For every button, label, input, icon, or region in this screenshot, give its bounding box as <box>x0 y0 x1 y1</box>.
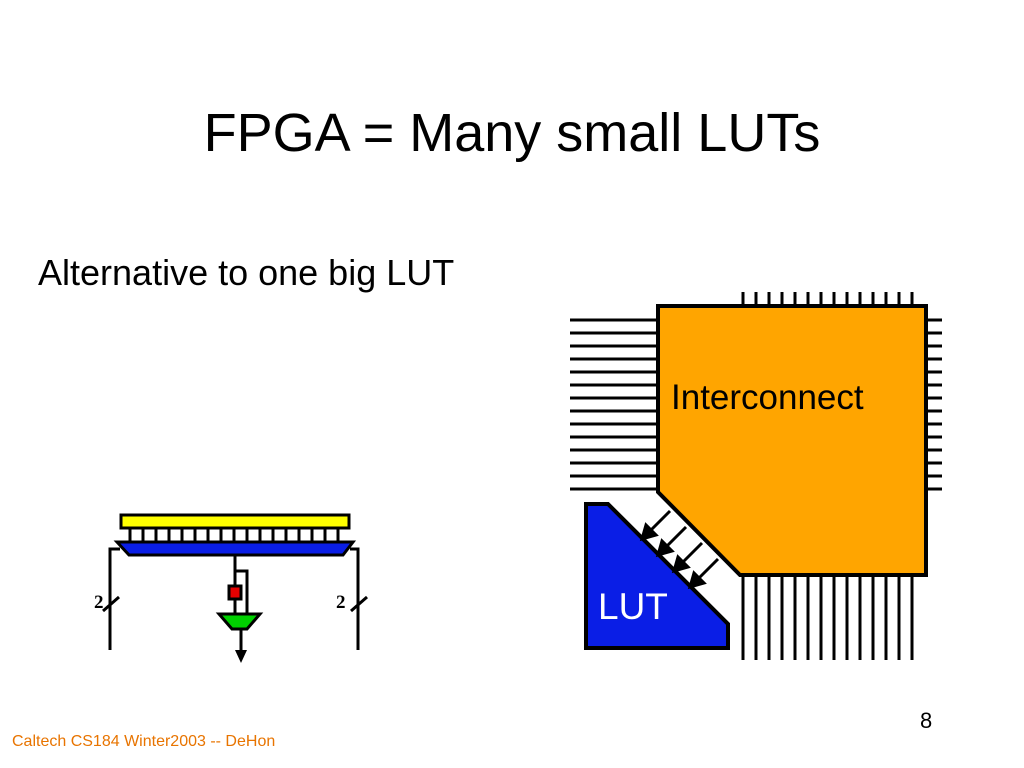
left-interconnect-wires <box>570 318 658 491</box>
interconnect-to-lut-arrows <box>639 509 720 590</box>
decoder-block <box>113 540 357 557</box>
lut-block <box>584 502 730 650</box>
interconnect-block <box>656 304 928 577</box>
interconnect-label: Interconnect <box>671 378 864 417</box>
top-interconnect-wires <box>741 292 914 306</box>
lut-label: LUT <box>598 586 668 627</box>
right-select-wire <box>350 547 360 650</box>
small-lut-circuit: 2 2 <box>94 513 368 663</box>
footer-credit: Caltech CS184 Winter2003 -- DeHon <box>12 733 276 750</box>
fpga-tile-diagram: Interconnect LUT <box>570 292 942 660</box>
left-bus-width: 2 <box>94 592 104 613</box>
slide-title: FPGA = Many small LUTs <box>203 103 821 163</box>
output-mux <box>215 612 264 631</box>
bullet-text: Alternative to one big LUT <box>38 252 455 293</box>
register-feedback-wire <box>235 569 249 613</box>
left-select-wire <box>108 547 120 650</box>
bottom-interconnect-wires <box>741 575 914 660</box>
right-bus-slash <box>350 595 368 613</box>
page-number: 8 <box>920 708 933 733</box>
memory-bar <box>119 513 351 530</box>
output-arrow-icon <box>235 650 247 663</box>
left-bus-slash <box>102 595 120 613</box>
output-register <box>227 584 243 601</box>
right-bus-width: 2 <box>336 592 346 613</box>
